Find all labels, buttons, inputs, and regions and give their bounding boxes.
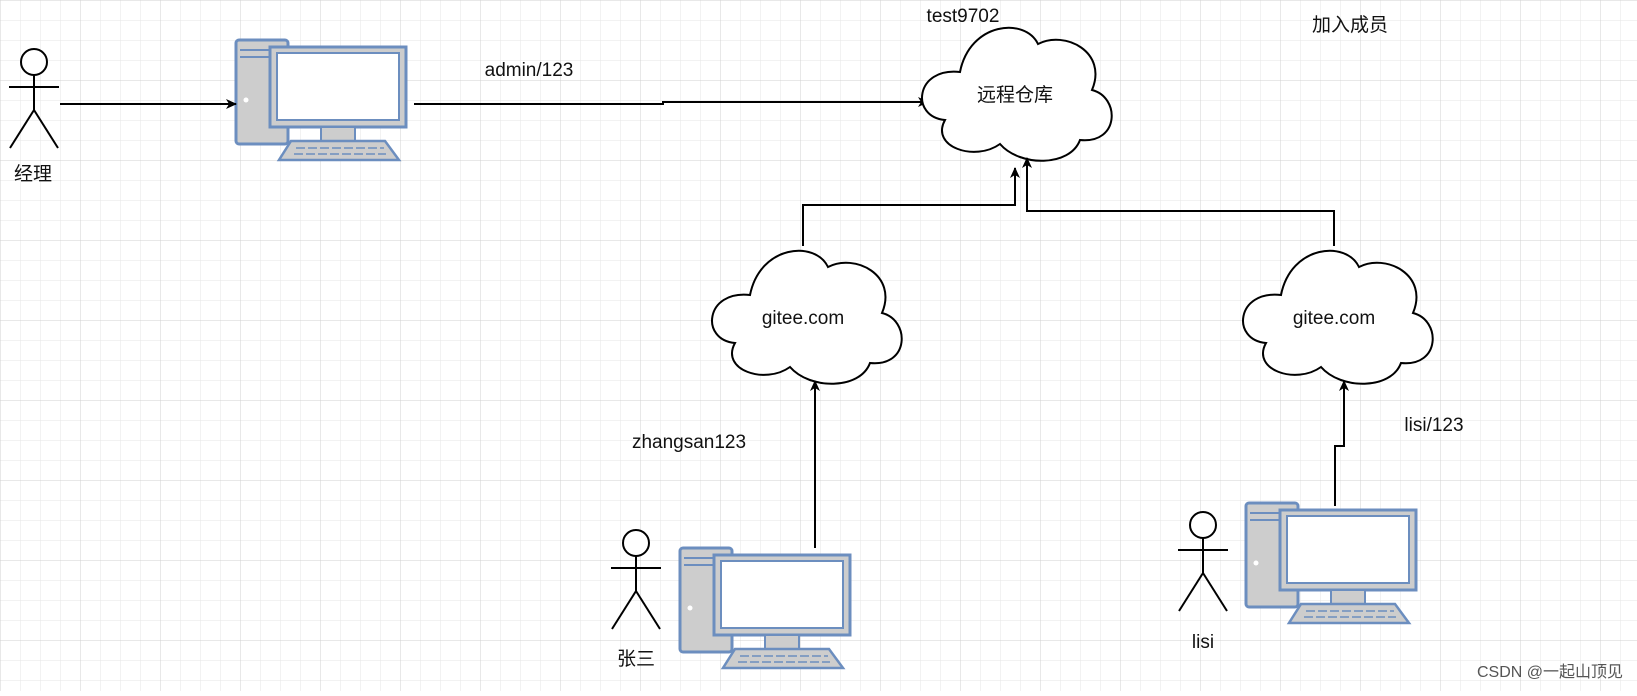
lisi-computer-icon <box>1244 501 1418 625</box>
zhangsan-credentials-label: zhangsan123 <box>632 432 746 453</box>
remote-repo-title: test9702 <box>927 6 1000 27</box>
add-members-label: 加入成员 <box>1312 14 1388 36</box>
zhangsan-gitee-to-remote-arrow <box>802 167 1020 246</box>
watermark: CSDN @一起山顶见 <box>1477 663 1623 681</box>
manager-label: 经理 <box>14 163 52 185</box>
zhangsan-computer-icon <box>678 546 852 670</box>
zhangsan-gitee-cloud-label: gitee.com <box>762 308 844 329</box>
lisi-credentials-label: lisi/123 <box>1404 415 1463 436</box>
lisi-computer-to-gitee-arrow <box>1334 380 1349 506</box>
lisi-label: lisi <box>1192 632 1214 653</box>
lisi-gitee-to-remote-arrow <box>1022 157 1335 246</box>
manager-credentials-label: admin/123 <box>485 60 574 81</box>
zhangsan-label: 张三 <box>617 648 655 670</box>
computer-to-remote-arrow <box>414 97 929 107</box>
manager-computer-icon <box>234 38 408 162</box>
remote-repo-cloud-label: 远程仓库 <box>977 84 1053 106</box>
lisi-gitee-cloud-label: gitee.com <box>1293 308 1375 329</box>
